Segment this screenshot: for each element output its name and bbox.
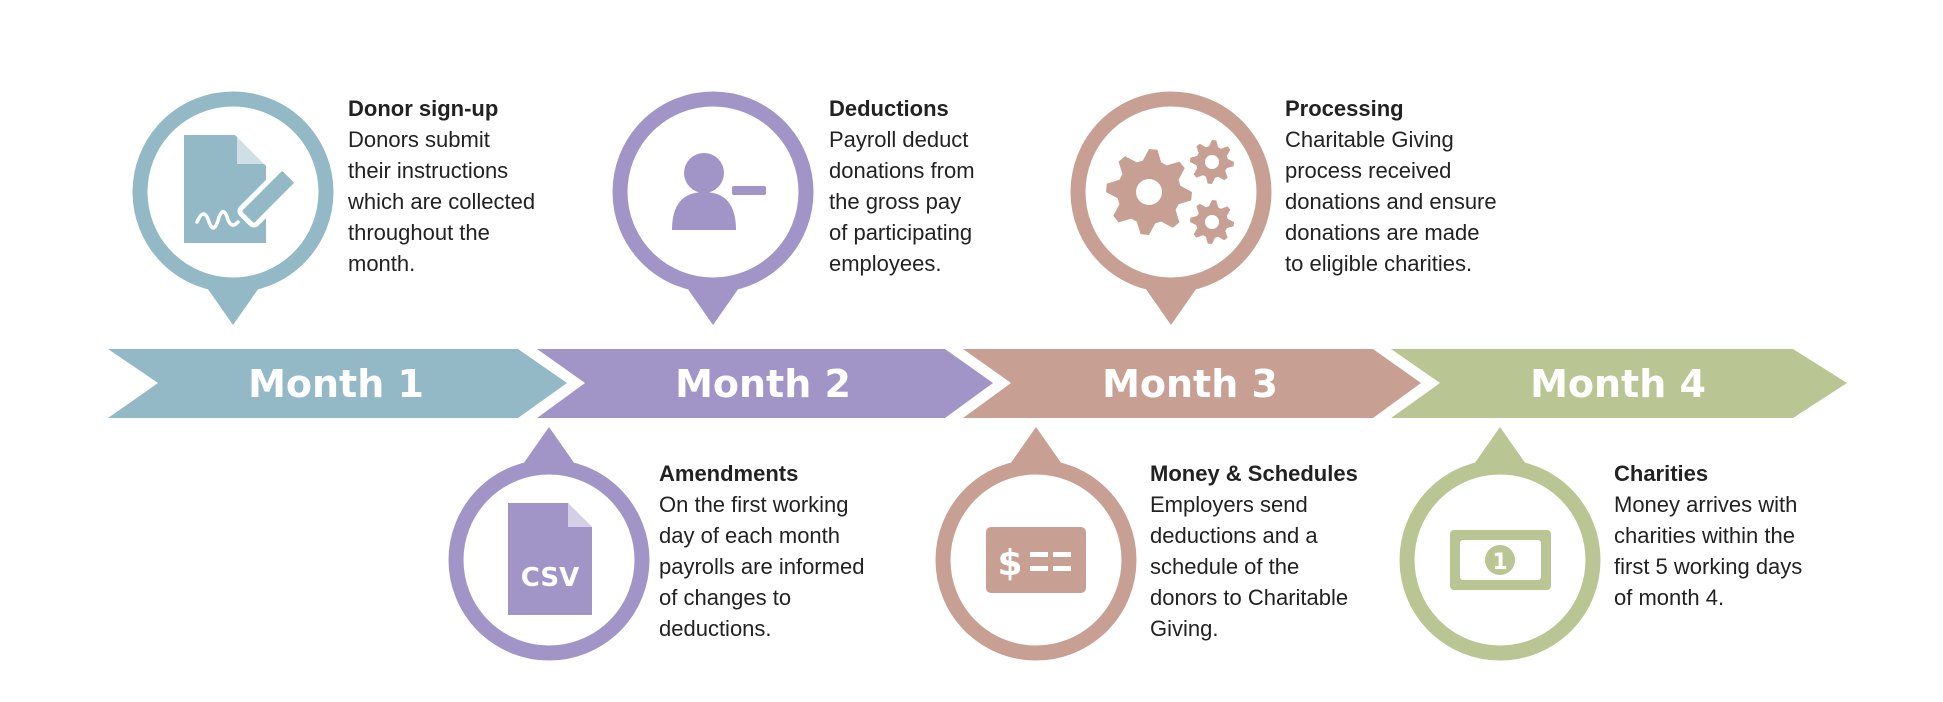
processing-pin [1070, 91, 1272, 325]
month-2-label: Month 2 [675, 362, 851, 406]
money-schedules-title: Money & Schedules [1150, 461, 1358, 486]
cheque-icon: $ [986, 527, 1086, 593]
charities-title: Charities [1614, 461, 1709, 486]
deductions-title: Deductions [829, 96, 949, 121]
amendments-title: Amendments [659, 461, 799, 486]
amendments-pin: CSV [448, 427, 650, 661]
processing-body: Charitable Giving process received donat… [1285, 127, 1497, 276]
month-1-arrow [108, 349, 567, 418]
month-arrows: Month 1 Month 2 Month 3 Month 4 [108, 349, 1847, 418]
charities-pin: 1 [1399, 427, 1601, 661]
csv-file-icon-text: CSV [521, 563, 579, 593]
gears-icon [1106, 140, 1234, 244]
signature-document-icon [184, 135, 299, 243]
processing-text: Processing Charitable Giving process rec… [1285, 94, 1535, 279]
donor-signup-title: Donor sign-up [348, 96, 499, 121]
month-1-label: Month 1 [248, 362, 424, 406]
month-3-label: Month 3 [1102, 362, 1278, 406]
deductions-pin [612, 91, 814, 325]
cheque-icon-text: $ [997, 543, 1022, 584]
deductions-text: Deductions Payroll deduct donations from… [829, 94, 1069, 279]
amendments-text: Amendments On the first working day of e… [659, 459, 899, 644]
amendments-body: On the first working day of each month p… [659, 492, 865, 641]
donor-signup-pin [132, 91, 334, 325]
month-3-arrow [963, 349, 1421, 418]
csv-file-icon: CSV [508, 503, 592, 615]
money-schedules-pin: $ [935, 427, 1137, 661]
donor-signup-text: Donor sign-up Donors submit their instru… [348, 94, 588, 279]
person-minus-icon [672, 153, 766, 230]
month-4-arrow [1391, 349, 1847, 418]
donor-signup-body: Donors submit their instructions which a… [348, 127, 536, 276]
money-schedules-body: Employers send deductions and a schedule… [1150, 492, 1349, 641]
banknote-icon: 1 [1450, 530, 1551, 590]
processing-title: Processing [1285, 96, 1404, 121]
charities-text: Charities Money arrives with charities w… [1614, 459, 1854, 613]
deductions-body: Payroll deduct donations from the gross … [829, 127, 975, 276]
charities-body: Money arrives with charities within the … [1614, 492, 1803, 610]
money-schedules-text: Money & Schedules Employers send deducti… [1150, 459, 1400, 644]
banknote-icon-text: 1 [1492, 550, 1507, 575]
month-4-label: Month 4 [1530, 362, 1706, 406]
month-2-arrow [537, 349, 993, 418]
